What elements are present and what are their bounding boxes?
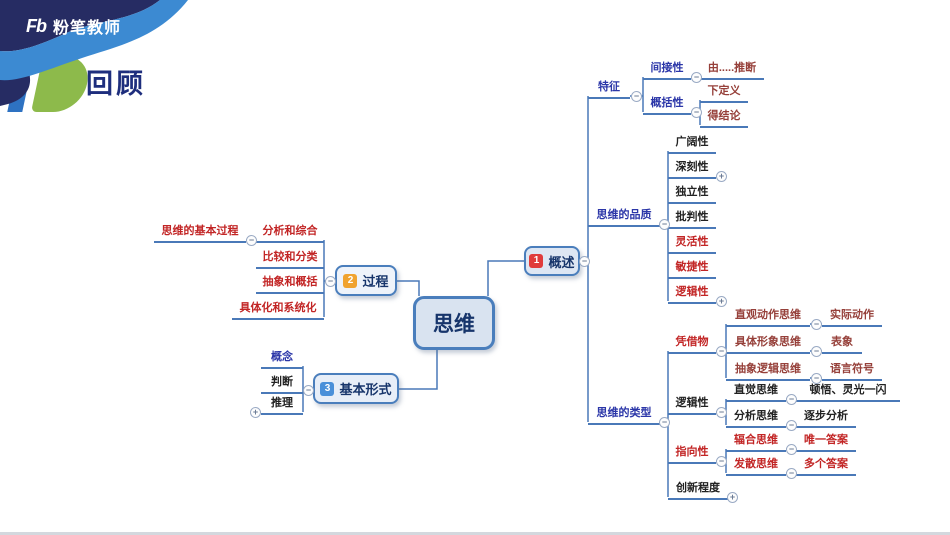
topic-process[interactable]: 2 过程	[335, 265, 397, 296]
root-topic-label: 思维	[433, 313, 475, 336]
topic-independence[interactable]: 独立性	[668, 185, 716, 204]
expand-toggle-reasoning[interactable]: +	[250, 407, 261, 418]
topic-abstract-logical-thinking[interactable]: 抽象逻辑思维	[726, 362, 810, 381]
page-title: 回顾	[86, 69, 146, 99]
fenbi-logo-icon: Fb	[26, 15, 47, 36]
topic-indirectness[interactable]: 间接性	[643, 61, 691, 80]
topic-single-answer[interactable]: 唯一答案	[796, 433, 856, 452]
topic-conclude[interactable]: 得结论	[700, 109, 748, 128]
root-topic[interactable]: 思维	[413, 296, 495, 350]
expand-toggle-depth[interactable]: +	[716, 171, 727, 182]
topic-convergent-thinking[interactable]: 辐合思维	[726, 433, 786, 452]
collapse-toggle-basic-form[interactable]: −	[303, 385, 314, 396]
collapse-toggle-divergent[interactable]: −	[786, 468, 797, 479]
topic-logicality-type[interactable]: 逻辑性	[668, 396, 716, 415]
collapse-toggle-logicality-type[interactable]: −	[716, 407, 727, 418]
collapse-toggle-abstract-logical[interactable]: −	[811, 373, 822, 384]
topic-flexibility[interactable]: 灵活性	[668, 235, 716, 254]
number-2-badge-icon: 2	[343, 273, 358, 288]
topic-features[interactable]: 特征	[588, 80, 630, 99]
topic-criticality[interactable]: 批判性	[668, 210, 716, 229]
collapse-toggle-quality[interactable]: −	[659, 219, 670, 230]
topic-define[interactable]: 下定义	[700, 84, 748, 103]
expand-toggle-logicality-quality[interactable]: +	[716, 296, 727, 307]
collapse-toggle-features[interactable]: −	[631, 91, 642, 102]
brand-name: 粉笔教师	[53, 20, 122, 37]
collapse-toggle-convergent[interactable]: −	[786, 444, 797, 455]
topic-representation[interactable]: 表象	[822, 335, 862, 354]
topic-compare-classify[interactable]: 比较和分类	[256, 250, 324, 269]
number-3-badge-icon: 3	[320, 381, 335, 396]
topic-language-symbols[interactable]: 语言符号	[822, 362, 882, 381]
topic-abstract-generalize[interactable]: 抽象和概括	[256, 275, 324, 294]
topic-reasoning[interactable]: 推理	[261, 396, 303, 415]
topic-process-label: 过程	[362, 274, 389, 289]
collapse-toggle-process[interactable]: −	[325, 276, 336, 287]
topic-divergent-thinking[interactable]: 发散思维	[726, 457, 786, 476]
topic-agility[interactable]: 敏捷性	[668, 260, 716, 279]
collapse-toggle-intuitive-action[interactable]: −	[811, 319, 822, 330]
topic-generality[interactable]: 概括性	[643, 96, 691, 115]
topic-basic-process-of-thinking[interactable]: 思维的基本过程	[154, 224, 246, 243]
topic-judgment[interactable]: 判断	[261, 375, 303, 394]
collapse-toggle-directionality[interactable]: −	[716, 456, 727, 467]
topic-thinking-types[interactable]: 思维的类型	[588, 406, 660, 425]
expand-toggle-innovation[interactable]: +	[727, 492, 738, 503]
topic-actual-action[interactable]: 实际动作	[822, 308, 882, 327]
header-wave-decoration	[0, 0, 188, 106]
topic-overview-label: 概述	[548, 254, 575, 270]
topic-basic-form-label: 基本形式	[339, 382, 392, 397]
collapse-toggle-indirectness[interactable]: −	[691, 72, 702, 83]
topic-breadth[interactable]: 广阔性	[668, 135, 716, 154]
topic-intuitive-action-thinking[interactable]: 直观动作思维	[726, 308, 810, 327]
footer-divider	[0, 532, 950, 535]
topic-analysis-synthesis[interactable]: 分析和综合	[256, 224, 324, 243]
topic-infer-from[interactable]: 由.....推断	[700, 61, 764, 80]
topic-step-analysis[interactable]: 逐步分析	[796, 409, 856, 428]
collapse-toggle-concrete-image[interactable]: −	[811, 346, 822, 357]
collapse-toggle-by-means[interactable]: −	[716, 346, 727, 357]
topic-innovation-degree[interactable]: 创新程度	[668, 481, 728, 500]
collapse-toggle-analytic[interactable]: −	[786, 420, 797, 431]
topic-concrete-image-thinking[interactable]: 具体形象思维	[726, 335, 810, 354]
topic-basic-form[interactable]: 3 基本形式	[313, 373, 399, 404]
topic-depth[interactable]: 深刻性	[668, 160, 716, 179]
collapse-toggle-intuition[interactable]: −	[786, 394, 797, 405]
topic-logicality-quality[interactable]: 逻辑性	[668, 285, 716, 304]
brand-logo: Fb 粉笔教师	[26, 14, 121, 38]
topic-analytic-thinking[interactable]: 分析思维	[726, 409, 786, 428]
topic-thinking-quality[interactable]: 思维的品质	[588, 208, 660, 227]
collapse-toggle-overview[interactable]: −	[579, 256, 590, 267]
topic-directionality[interactable]: 指向性	[668, 445, 716, 464]
collapse-toggle-generality[interactable]: −	[691, 107, 702, 118]
topic-by-means[interactable]: 凭借物	[668, 335, 716, 354]
topic-multiple-answers[interactable]: 多个答案	[796, 457, 856, 476]
topic-concept[interactable]: 概念	[261, 350, 303, 369]
topic-concretize-systematize[interactable]: 具体化和系统化	[232, 301, 324, 320]
collapse-toggle-types[interactable]: −	[659, 417, 670, 428]
topic-overview[interactable]: 1 概述	[524, 246, 580, 276]
topic-intuition-thinking[interactable]: 直觉思维	[726, 383, 786, 402]
topic-epiphany[interactable]: 顿悟、灵光一闪	[796, 383, 900, 402]
number-1-badge-icon: 1	[529, 254, 544, 268]
collapse-toggle-analysis-synthesis[interactable]: −	[246, 235, 257, 246]
